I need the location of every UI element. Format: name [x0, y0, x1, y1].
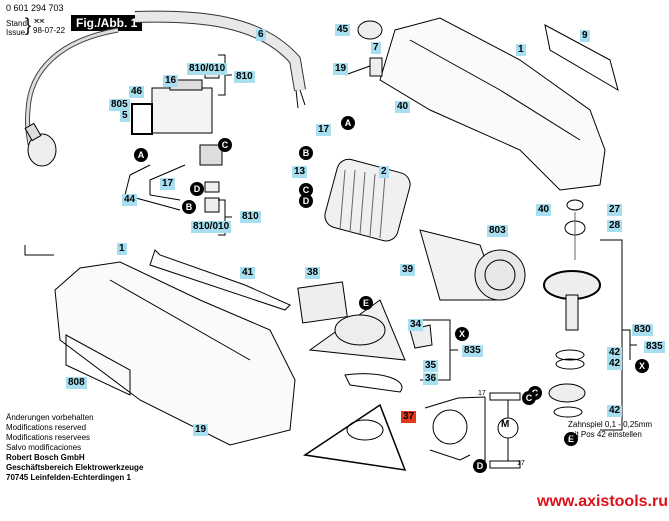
revision-symbol-icon: ⪤⪤: [34, 16, 45, 25]
switch-body: [151, 87, 213, 134]
part-label-808: 808: [66, 377, 87, 389]
connector-b: B: [182, 200, 196, 214]
connector-c-schematic: C: [522, 391, 536, 405]
part-label-810: 810: [240, 211, 261, 223]
part-label-2: 2: [379, 166, 389, 178]
power-plug-icon: [24, 122, 57, 167]
part-label-39: 39: [400, 264, 416, 276]
part-label-34: 34: [408, 319, 424, 331]
part-label-1: 1: [516, 44, 526, 56]
part-label-37-highlighted: 37: [401, 411, 417, 423]
connector-e: E: [564, 432, 578, 446]
company-address: 70745 Leinfelden-Echterdingen 1: [6, 473, 131, 482]
part-label-5: 5: [120, 110, 130, 122]
part-label-19: 19: [333, 63, 349, 75]
connector-d: D: [190, 182, 204, 196]
part-label-835: 835: [644, 341, 665, 353]
website-link[interactable]: www.axistools.ru: [537, 493, 668, 510]
part-label-44: 44: [122, 194, 138, 206]
connector-b: B: [299, 146, 313, 160]
company-division: Geschäftsbereich Elektrowerkzeuge: [6, 463, 144, 472]
part-label-830: 830: [632, 324, 653, 336]
part-label-810-010: 810/010: [187, 63, 228, 75]
motor-symbol-label: M: [501, 419, 510, 430]
part-label-7: 7: [371, 42, 381, 54]
sanding-pad: [302, 403, 407, 471]
connector-a: A: [134, 148, 148, 162]
company-name: Robert Bosch GmbH: [6, 453, 85, 462]
gear-note-line: Zahnspiel 0,1 - 0,25mm: [568, 420, 653, 429]
part-label-46: 46: [129, 86, 145, 98]
part-label-42: 42: [607, 358, 623, 370]
part-label-810: 810: [234, 71, 255, 83]
connector-e: E: [359, 296, 373, 310]
part-label-13: 13: [292, 166, 308, 178]
note-line: Änderungen vorbehalten: [6, 413, 94, 422]
part-label-38: 38: [305, 267, 321, 279]
part-label-9: 9: [580, 30, 590, 42]
part-label-803: 803: [487, 225, 508, 237]
part-label-40: 40: [395, 101, 411, 113]
housing-half-bottom: [54, 261, 296, 446]
part-label-27: 27: [607, 204, 623, 216]
stand-label: Stand: [6, 19, 27, 28]
part-label-36: 36: [423, 373, 439, 385]
part-label-17: 17: [160, 178, 176, 190]
issue-label: Issue: [6, 28, 26, 37]
part-label-35: 35: [423, 360, 439, 372]
connector-c: C: [218, 138, 232, 152]
part-label-810-010: 810/010: [191, 221, 232, 233]
brace-symbol: }: [25, 15, 32, 35]
part-label-19: 19: [193, 424, 209, 436]
cover-plate: [544, 24, 619, 92]
field-coil: [324, 158, 411, 242]
wire-label-top: 17: [478, 390, 486, 397]
wiring-schematic: [424, 392, 521, 469]
part-label-40: 40: [536, 204, 552, 216]
document-number: 0 601 294 703: [6, 3, 64, 13]
connector-d-schematic: D: [473, 459, 487, 473]
part-label-6: 6: [256, 29, 266, 41]
part-label-42: 42: [607, 347, 623, 359]
connector-a: A: [341, 116, 355, 130]
notes-block: Änderungen vorbehalten Modifications res…: [6, 413, 143, 483]
note-line: Salvo modificaciones: [6, 443, 82, 452]
connector-c: C: [299, 183, 313, 197]
connector-x: X: [635, 359, 649, 373]
note-line: Modifications reservees: [6, 433, 91, 442]
gear-note-line: mit Pos 42 einstellen: [568, 430, 642, 439]
part-label-835: 835: [462, 345, 483, 357]
gear-backlash-note: Zahnspiel 0,1 - 0,25mm mit Pos 42 einste…: [568, 420, 652, 440]
part-label-45: 45: [335, 24, 351, 36]
part-label-805: 805: [109, 99, 130, 111]
part-label-42: 42: [607, 405, 623, 417]
part-label-41: 41: [240, 267, 256, 279]
connector-d: D: [299, 194, 313, 208]
part-label-1: 1: [117, 243, 127, 255]
cord-guard: [134, 10, 306, 91]
wire-label-bottom: 17: [517, 460, 525, 467]
issue-date: 98-07-22: [33, 26, 66, 35]
stand-issue-labels: Stand Issue: [6, 19, 27, 37]
housing-half-top: [379, 17, 606, 191]
part-label-16: 16: [163, 75, 179, 87]
power-cord: [24, 27, 119, 146]
note-line: Modifications reserved: [6, 423, 87, 432]
part-label-28: 28: [607, 220, 623, 232]
connector-x: X: [455, 327, 469, 341]
figure-label: Fig./Abb. 1: [71, 15, 143, 31]
part-label-17: 17: [316, 124, 332, 136]
